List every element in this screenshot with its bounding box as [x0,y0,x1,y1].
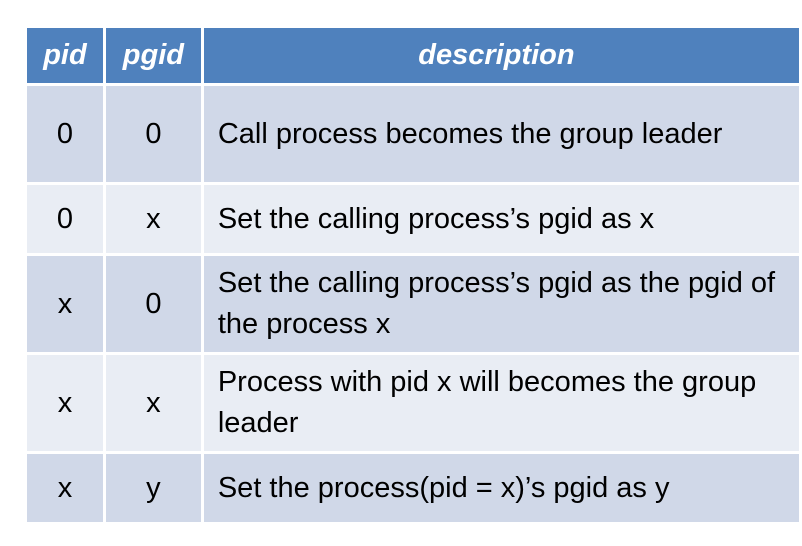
cell-pgid: 0 [105,86,201,182]
cell-pid: x [27,256,103,352]
cell-description: Set the calling process’s pgid as x [203,185,799,253]
cell-pid: x [27,355,103,451]
table-header-row: pid pgid description [27,28,799,83]
cell-description: Call process becomes the group leader [203,86,799,182]
table-row: x x Process with pid x will becomes the … [27,355,799,451]
cell-pgid: y [105,454,201,522]
table-row: 0 0 Call process becomes the group leade… [27,86,799,182]
table-row: x y Set the process(pid = x)’s pgid as y [27,454,799,522]
pgid-table: pid pgid description 0 0 Call process be… [24,25,802,525]
cell-pgid: x [105,355,201,451]
cell-description: Set the calling process’s pgid as the pg… [203,256,799,352]
header-description: description [203,28,799,83]
pgid-table-container: pid pgid description 0 0 Call process be… [24,25,802,525]
cell-pgid: x [105,185,201,253]
cell-description: Process with pid x will becomes the grou… [203,355,799,451]
cell-pid: x [27,454,103,522]
table-row: x 0 Set the calling process’s pgid as th… [27,256,799,352]
cell-description: Set the process(pid = x)’s pgid as y [203,454,799,522]
cell-pgid: 0 [105,256,201,352]
cell-pid: 0 [27,86,103,182]
table-row: 0 x Set the calling process’s pgid as x [27,185,799,253]
header-pid: pid [27,28,103,83]
header-pgid: pgid [105,28,201,83]
cell-pid: 0 [27,185,103,253]
